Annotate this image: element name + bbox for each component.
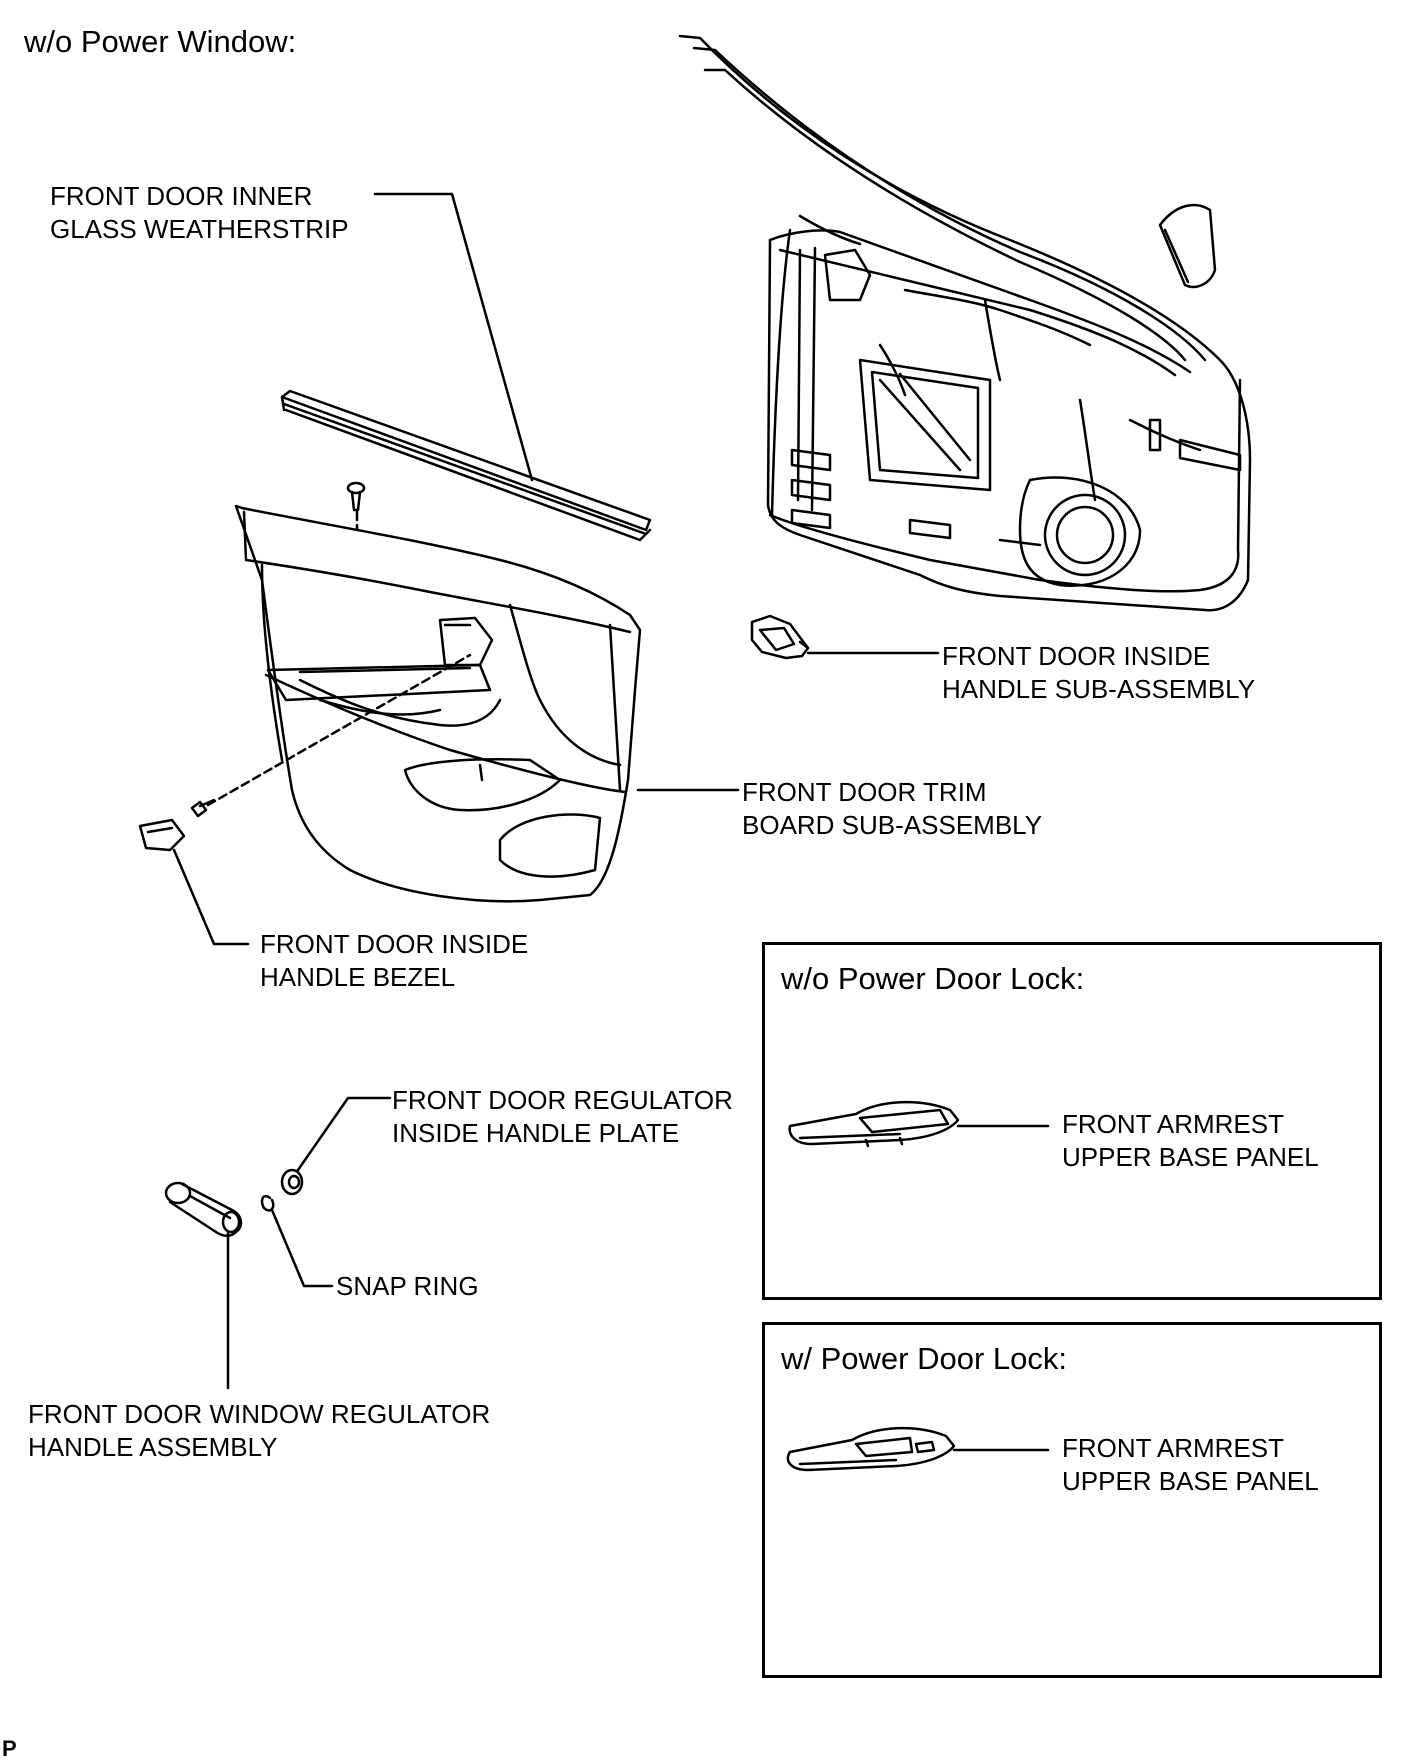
label-window-regulator-handle: FRONT DOOR WINDOW REGULATOR HANDLE ASSEM… [28,1399,491,1462]
inset-without-power-door-lock: w/o Power Door Lock: [762,942,1382,1300]
inset-title: w/o Power Door Lock: [781,961,1085,996]
bezel-screw-illustration [190,798,216,818]
label-inside-handle-subassembly: FRONT DOOR INSIDE HANDLE SUB-ASSEMBLY [942,641,1256,704]
label-inner-glass-weatherstrip: FRONT DOOR INNER GLASS WEATHERSTRIP [50,181,349,244]
inner-glass-weatherstrip-illustration [280,389,652,542]
label-inside-handle-bezel: FRONT DOOR INSIDE HANDLE BEZEL [260,929,529,992]
snap-ring-illustration [260,1194,275,1212]
inset-with-power-door-lock: w/ Power Door Lock: [762,1322,1382,1678]
label-armrest-panel-without-lock: FRONT ARMREST UPPER BASE PANEL [1062,1109,1319,1172]
door-frame-illustration [678,34,1252,612]
label-armrest-panel-with-lock: FRONT ARMREST UPPER BASE PANEL [1062,1433,1319,1496]
page-title: w/o Power Window: [24,24,297,59]
inside-handle-bezel-illustration [138,818,186,852]
armrest-panel-with-lock-illustration [786,1426,956,1472]
clip-screw-illustration [346,481,366,512]
inside-handle-illustration [750,614,810,660]
window-regulator-handle-illustration [164,1181,243,1237]
armrest-panel-without-lock-illustration [788,1100,960,1148]
label-trim-board: FRONT DOOR TRIM BOARD SUB-ASSEMBLY [742,777,1043,840]
door-trim-board-illustration [234,504,642,903]
regulator-handle-plate-illustration [280,1168,304,1196]
figure-code: P [2,1736,17,1761]
label-regulator-handle-plate: FRONT DOOR REGULATOR INSIDE HANDLE PLATE [392,1085,733,1148]
label-snap-ring: SNAP RING [336,1271,479,1301]
inset-title: w/ Power Door Lock: [781,1341,1067,1376]
